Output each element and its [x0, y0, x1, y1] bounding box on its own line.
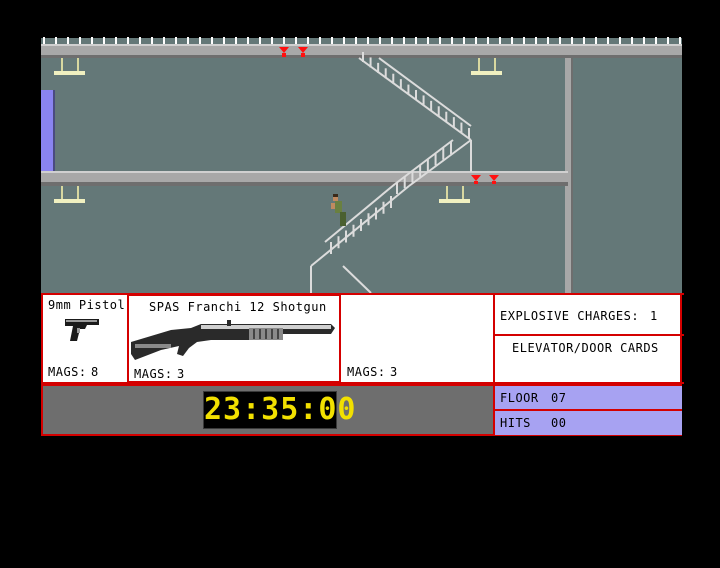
explosive-charges-label: EXPLOSIVE CHARGES:: [500, 309, 640, 323]
mission-clock: 23:35:00: [203, 391, 357, 429]
mags-value: 3: [177, 367, 185, 381]
ceiling-lamp-icon: [439, 186, 470, 203]
mags-label: MAGS:: [48, 365, 87, 379]
elevator-door[interactable]: [41, 90, 53, 172]
exit-arrow-icon[interactable]: [471, 175, 499, 184]
upper-floor-slab: [41, 45, 682, 56]
inventory-panel: 9mm Pistol MAGS: 8 SPAS Franchi 12 Shotg…: [41, 293, 684, 384]
mags-label: MAGS:: [134, 367, 173, 381]
weapon-slot-empty[interactable]: MAGS: 3: [341, 295, 493, 382]
ceiling-lamp-icon: [54, 58, 85, 75]
stair-steps: [330, 52, 470, 254]
game-scene: [41, 36, 682, 293]
items-box: EXPLOSIVE CHARGES: 1 ELEVATOR/DOOR CARDS: [493, 293, 684, 384]
weapon-name: SPAS Franchi 12 Shotgun: [149, 300, 327, 314]
pistol-icon: [65, 319, 99, 341]
explosive-charges-value: 1: [650, 309, 658, 323]
clock-display: 23:35:00: [204, 392, 357, 427]
mags-label: MAGS:: [347, 365, 386, 379]
roof-railing: [41, 36, 682, 38]
weapon-slot-shotgun-selected[interactable]: SPAS Franchi 12 Shotgun MAGS: 3: [127, 294, 341, 383]
railing-posts: [43, 37, 681, 45]
elevator-door-cards-label: ELEVATOR/DOOR CARDS: [512, 341, 659, 355]
ceiling-lamp-icon: [471, 58, 502, 75]
exit-arrow-icon[interactable]: [279, 47, 308, 57]
mags-value: 3: [390, 365, 398, 379]
mags-value: 8: [91, 365, 99, 379]
ceiling-lamp-icon: [54, 186, 85, 203]
status-panel: 23:35:00 FLOOR 07 HITS 00: [41, 384, 682, 436]
support-column: [565, 58, 573, 293]
floor-label: FLOOR: [500, 391, 539, 405]
hits-label: HITS: [500, 416, 531, 430]
hits-value: 00: [551, 416, 567, 430]
player-character[interactable]: [331, 194, 346, 226]
middle-floor-slab: [41, 172, 568, 183]
explosive-charges-row: EXPLOSIVE CHARGES: 1: [495, 295, 684, 336]
shotgun-icon: [131, 320, 335, 360]
floor-indicator: FLOOR 07: [493, 386, 682, 411]
weapon-slot-pistol[interactable]: 9mm Pistol MAGS: 8: [43, 295, 127, 382]
hits-indicator: HITS 00: [493, 411, 682, 435]
floor-value: 07: [551, 391, 567, 405]
weapon-name: 9mm Pistol: [48, 298, 126, 312]
